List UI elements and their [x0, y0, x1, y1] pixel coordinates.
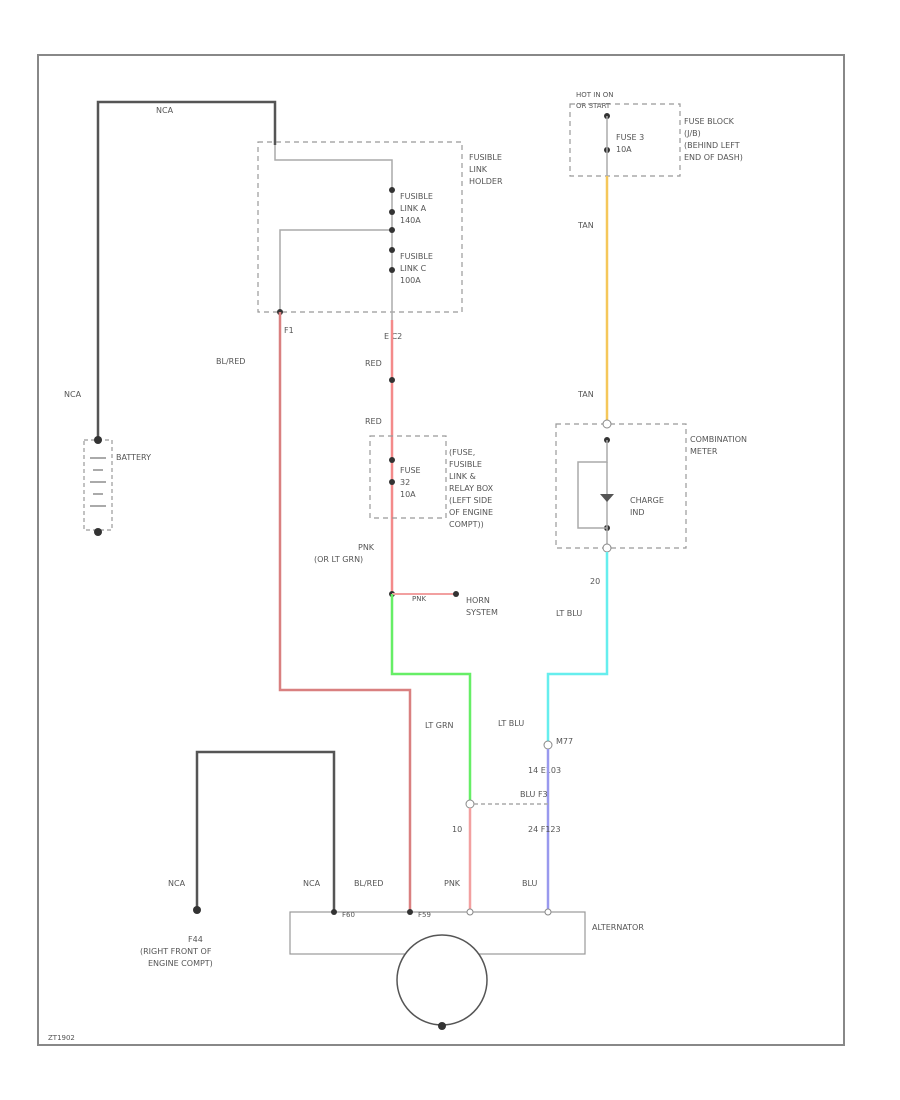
- label-red-2: RED: [365, 417, 382, 426]
- label-pin-10: 10: [452, 825, 462, 834]
- wire-nca-battery: [96, 100, 277, 440]
- connector-meter-top: [602, 419, 612, 429]
- connector-pin-10: [465, 799, 475, 809]
- label-bl-red-upper: BL/RED: [216, 357, 245, 366]
- wire-nca-ground: [195, 750, 336, 912]
- label-pin-f60: F60: [342, 911, 355, 919]
- label-fusible-link-holder: FUSIBLE LINK HOLDER: [469, 153, 504, 186]
- label-tan-1: TAN: [577, 221, 594, 230]
- alternator-pin-pnk: [466, 908, 474, 916]
- label-battery: BATTERY: [116, 453, 151, 462]
- label-ground: F44 (RIGHT FRONT OF ENGINE COMPT): [140, 935, 214, 968]
- wire-meter-internal: [577, 440, 608, 548]
- label-lt-blu-1: LT BLU: [556, 609, 582, 618]
- label-fuse-3: FUSE 3 10A: [616, 133, 647, 154]
- alternator-symbol: [396, 934, 488, 1026]
- label-nca-g: NCA: [168, 879, 186, 888]
- alternator-ground-dot: [438, 1022, 446, 1030]
- fusible-link-holder-box: [257, 141, 463, 313]
- label-horn-system: HORN SYSTEM: [466, 596, 498, 617]
- ipdm-box: [369, 435, 447, 519]
- label-blu-lower: BLU: [522, 879, 538, 888]
- label-tan-2: TAN: [577, 390, 594, 399]
- connector-meter-bottom: [602, 543, 612, 553]
- label-pnk-lt-grn: PNK (OR LT GRN): [314, 543, 377, 564]
- label-f1: F1: [284, 326, 294, 335]
- wire-lt-blu: [546, 552, 609, 742]
- label-c103: 14 E103: [528, 766, 561, 775]
- label-pin-f59: F59: [418, 911, 431, 919]
- wire-holder-internal-left: [279, 229, 392, 312]
- label-nca-top: NCA: [156, 106, 174, 115]
- connector-m77: [543, 740, 553, 750]
- wire-bl-red: [278, 312, 412, 912]
- label-alternator: ALTERNATOR: [592, 923, 644, 932]
- wire-lt-grn: [390, 594, 472, 800]
- label-pnk-short: PNK: [412, 595, 426, 603]
- label-fuse-block: FUSE BLOCK (J/B) (BEHIND LEFT END OF DAS…: [684, 117, 743, 162]
- label-nca-alt: NCA: [303, 879, 321, 888]
- label-red-1: RED: [365, 359, 382, 368]
- label-fusible-link-a: FUSIBLE LINK A 140A: [400, 192, 435, 225]
- label-fuse-32: FUSE 32 10A: [400, 466, 423, 499]
- label-charge-ind: CHARGE IND: [630, 496, 666, 517]
- label-hot-in-on: HOT IN ON OR START: [576, 91, 616, 110]
- label-f123: 24 F123: [528, 825, 561, 834]
- label-ipdm-box: (FUSE, FUSIBLE LINK & RELAY BOX (LEFT SI…: [449, 448, 496, 529]
- label-bl-red-lower: BL/RED: [354, 879, 383, 888]
- label-lt-grn: LT GRN: [425, 721, 454, 730]
- combination-meter-box: [555, 423, 687, 549]
- alternator-pin-blu: [544, 908, 552, 916]
- label-blu-f3: BLU F3: [520, 790, 548, 799]
- figure-id: ZT1902: [48, 1034, 75, 1042]
- label-nca-left: NCA: [64, 390, 82, 399]
- diagram-frame: [37, 54, 845, 1046]
- charge-ind-lamp-symbol: [600, 494, 614, 502]
- ground-point: [193, 906, 201, 914]
- label-fusible-link-c: FUSIBLE LINK C 100A: [400, 252, 435, 285]
- label-pin-20: 20: [590, 577, 600, 586]
- label-pnk-lower: PNK: [444, 879, 461, 888]
- label-lt-blu-2: LT BLU: [498, 719, 524, 728]
- label-combination-meter: COMBINATION METER: [690, 435, 750, 456]
- fuse-block-box: [569, 103, 681, 177]
- battery: [83, 436, 113, 536]
- wire-holder-internal-top: [274, 145, 393, 230]
- label-m77: M77: [556, 737, 573, 746]
